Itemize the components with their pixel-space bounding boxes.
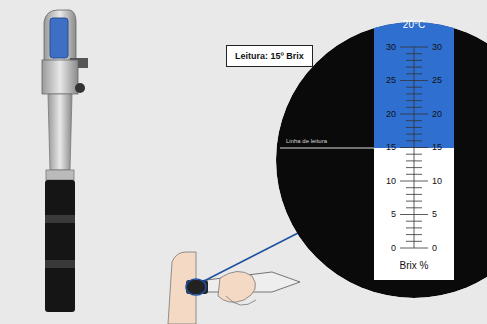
scale-number: 20 (432, 110, 442, 119)
scale-number: 5 (432, 210, 437, 219)
temperature-label: 20°C (403, 20, 425, 30)
scale-number: 25 (432, 76, 442, 85)
scale-number: 20 (386, 110, 396, 119)
scale-number: 30 (432, 43, 442, 52)
scale-number: 30 (386, 43, 396, 52)
refractometer (42, 10, 88, 312)
reading-text: Leitura: 15º Brix (235, 51, 304, 61)
scale-number: 25 (386, 76, 396, 85)
scale-number: 0 (432, 244, 437, 253)
scale-axis (414, 47, 415, 248)
hand-with-refractometer (168, 232, 300, 324)
scale-number: 10 (386, 177, 396, 186)
scale-number: 15 (432, 143, 442, 152)
scale-number: 15 (386, 143, 396, 152)
leader-line (204, 232, 300, 281)
reading-box: Leitura: 15º Brix (226, 45, 313, 67)
scale-number: 0 (391, 244, 396, 253)
unit-label: Brix % (400, 261, 429, 271)
scale-number: 10 (432, 177, 442, 186)
scale-number: 5 (391, 210, 396, 219)
reading-line-label: Linha de leitura (286, 138, 327, 144)
